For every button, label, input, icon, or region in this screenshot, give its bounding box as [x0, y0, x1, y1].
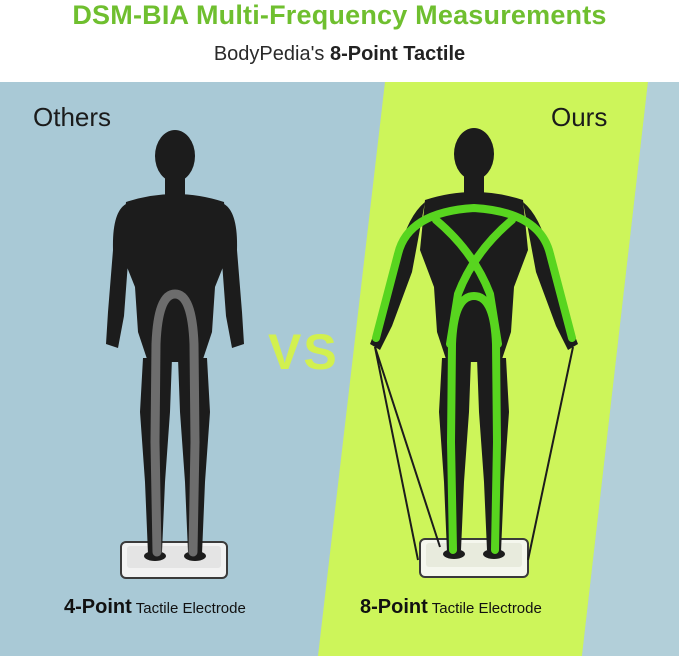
vs-label: VS [268, 324, 339, 380]
right-current-paths [372, 204, 576, 554]
caption-right-rest: Tactile Electrode [431, 600, 542, 617]
left-silhouette [106, 130, 244, 561]
page-subtitle: BodyPedia's 8-Point Tactile [0, 43, 679, 66]
header: DSM-BIA Multi-Frequency Measurements Bod… [0, 0, 679, 82]
subtitle-prefix: BodyPedia's [213, 43, 330, 65]
comparison-illustration [0, 82, 679, 656]
page-title: DSM-BIA Multi-Frequency Measurements [72, 0, 607, 30]
right-edge-background [582, 82, 679, 656]
caption-right-bold: 8-Point [360, 596, 428, 618]
right-electrode-wires [374, 346, 574, 561]
left-current-path [150, 289, 200, 557]
subtitle-bold: 8-Point Tactile [329, 43, 466, 65]
caption-left-bold: 4-Point [64, 596, 132, 618]
panel-label-ours: Ours [551, 102, 608, 132]
comparison-stage [0, 82, 679, 656]
left-scale [120, 541, 228, 579]
caption-left-rest: Tactile Electrode [135, 600, 246, 617]
panel-label-others: Others [33, 102, 112, 132]
right-scale [419, 538, 529, 578]
